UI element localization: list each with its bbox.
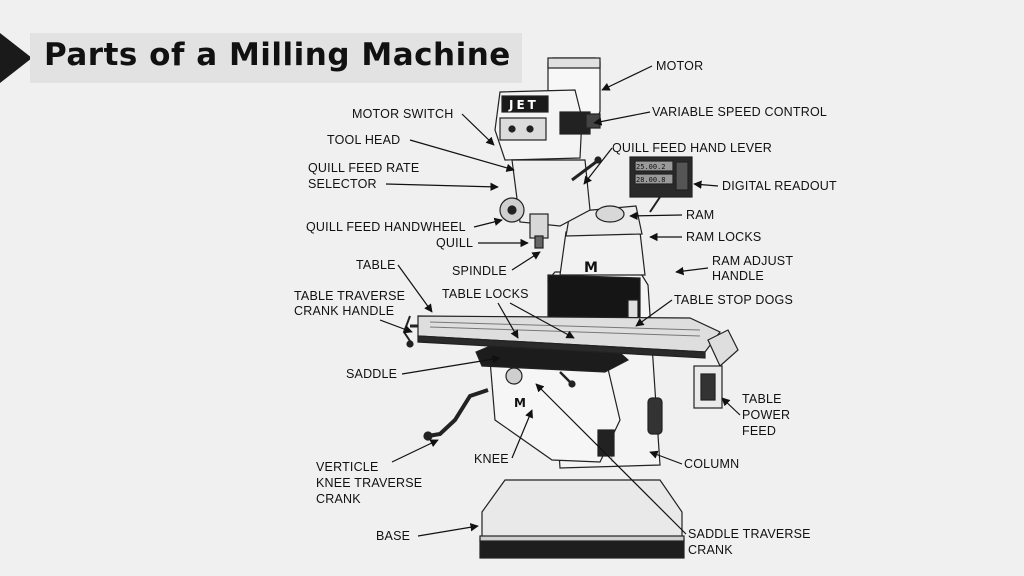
label-verticle-knee-2: KNEE TRAVERSE [316,476,422,490]
label-quill-feed-hand-lever: QUILL FEED HAND LEVER [612,141,772,155]
label-base: BASE [376,529,410,543]
arrow-power-feed [721,397,741,416]
arrow-quill-lever [583,147,613,185]
arrow-saddle-traverse [535,383,687,535]
arrow-table-lock-a [497,302,519,339]
arrow-variable-speed [593,111,651,126]
label-quill-feed-handwheel: QUILL FEED HANDWHEEL [306,220,466,234]
column-mark: M [584,260,598,276]
spindle-shape [534,235,544,249]
label-saddle: SADDLE [346,367,397,381]
arrow-table [397,264,433,313]
label-quill-feed-rate-selector-1: QUILL FEED RATE [308,161,419,175]
label-column: COLUMN [684,457,739,471]
arrow-tool-head [409,139,515,172]
arrow-ram [629,211,683,221]
arrow-column [649,450,683,465]
title-banner: Parts of a Milling Machine [0,33,522,83]
page-title: Parts of a Milling Machine [44,37,511,73]
svg-text:M: M [514,396,526,410]
label-quill-feed-rate-selector-2: SELECTOR [308,177,377,191]
svg-text:28.00.8: 28.00.8 [636,176,666,184]
label-ram: RAM [686,208,714,222]
arrow-knee-crank [391,439,439,463]
arrow-motor-switch [461,113,495,146]
brand-plate: JET [508,98,539,112]
label-table-locks: TABLE LOCKS [442,287,529,301]
label-motor-switch: MOTOR SWITCH [352,107,453,121]
label-ram-adjust-handle-2: HANDLE [712,269,764,283]
arrow-digital-readout [693,180,719,189]
label-tool-head: TOOL HEAD [327,133,400,147]
label-table-power-feed-2: POWER [742,408,790,422]
arrow-base [417,523,479,537]
label-ram-locks: RAM LOCKS [686,230,761,244]
label-verticle-knee-3: CRANK [316,492,361,506]
banner-arrow-icon [0,33,32,83]
arrow-table-traverse [379,319,413,334]
label-motor: MOTOR [656,59,703,73]
label-variable-speed-control: VARIABLE SPEED CONTROL [652,105,827,119]
arrow-knee [511,409,533,459]
label-table-stop-dogs: TABLE STOP DOGS [674,293,793,307]
arrow-quill-handwheel [473,217,503,228]
label-spindle: SPINDLE [452,264,507,278]
label-knee: KNEE [474,452,509,466]
label-saddle-traverse-2: CRANK [688,543,733,557]
machine-illustration: M JET 25.00.2 28.00.8 M [402,57,739,559]
arrow-table-stop-dogs [635,299,673,327]
label-table-power-feed-3: FEED [742,424,776,438]
table-lock-bracket [547,274,641,323]
base-plinth [479,539,685,559]
label-ram-adjust-handle-1: RAM ADJUST [712,254,793,268]
label-digital-readout: DIGITAL READOUT [722,179,837,193]
column-top [559,231,646,276]
arrow-saddle [401,355,501,375]
svg-text:25.00.2: 25.00.2 [636,163,666,171]
arrow-quill-rate [385,182,499,191]
arrow-spindle [511,251,541,271]
label-table-power-feed-1: TABLE [742,392,782,406]
label-saddle-traverse-1: SADDLE TRAVERSE [688,527,811,541]
quill-housing [511,159,591,227]
arrow-ram-adjust [675,266,709,276]
label-table: TABLE [356,258,396,272]
label-table-traverse-1: TABLE TRAVERSE [294,289,405,303]
banner-bar [30,33,522,83]
label-verticle-knee-1: VERTICLE [316,460,379,474]
arrow-table-lock-b [509,302,575,339]
label-quill: QUILL [436,236,473,250]
label-table-traverse-2: CRANK HANDLE [294,304,394,318]
labels: MOTOR MOTOR SWITCH VARIABLE SPEED CONTRO… [294,59,837,557]
leader-lines [379,65,741,537]
arrow-motor [601,65,653,91]
